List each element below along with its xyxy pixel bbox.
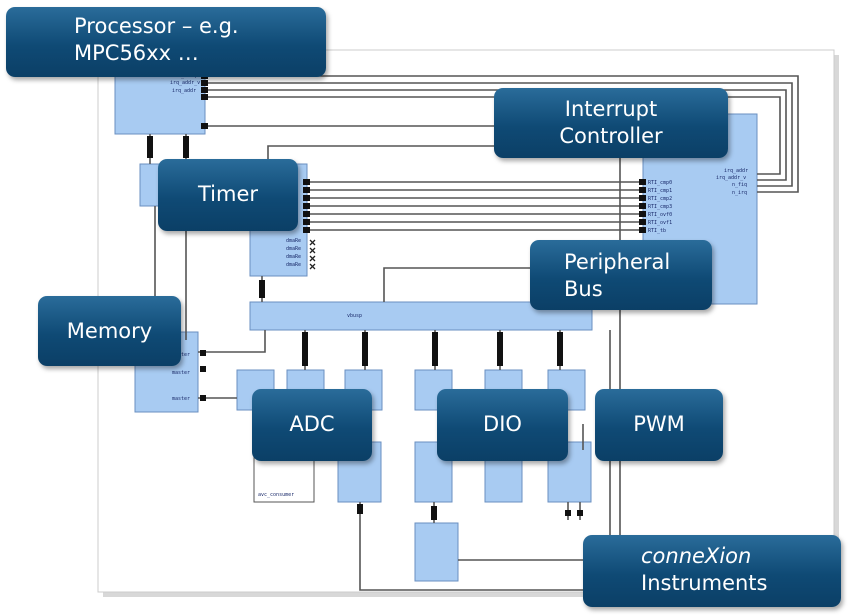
port-label: dmaRe: [286, 262, 302, 268]
port-label: dmaRe: [286, 254, 302, 260]
port-label: master: [172, 352, 191, 358]
callout-bus-line1: Peripheral: [564, 250, 671, 274]
port-label: irq_addr: [172, 88, 197, 94]
port-label: irq_addr: [724, 168, 749, 174]
bus-label: vbusp: [347, 313, 363, 319]
callout-timer-label: Timer: [197, 182, 259, 206]
callout-intc-line2: Controller: [559, 124, 663, 148]
callout-adc: ADC: [252, 389, 372, 461]
callout-dio-label: DIO: [483, 412, 522, 436]
port-label: avc_consumer: [258, 492, 295, 498]
port-label: dmaRe: [286, 238, 302, 244]
port-label: irq_addr_v: [716, 175, 747, 181]
port-label: RTI_ovf1: [648, 220, 673, 226]
callout-dio: DIO: [437, 389, 568, 461]
instruments-block: [414, 522, 459, 582]
callout-memory: Memory: [38, 296, 181, 366]
dma-terminators: [309, 239, 316, 270]
port-label: RTI_ovf0: [648, 212, 673, 218]
callout-instruments: conneXion Instruments: [583, 535, 841, 607]
port-label: RTI_cmp1: [648, 188, 673, 194]
port-label: RTI_tb: [648, 228, 667, 234]
callout-instruments-line1: conneXion: [641, 544, 752, 568]
callout-pwm: PWM: [595, 389, 723, 461]
port-label: RTI_cmp3: [648, 204, 673, 210]
callout-interrupt-controller: Interrupt Controller: [494, 88, 728, 158]
port-label: RTI_cmp0: [648, 180, 673, 186]
port-label: RTI_cmp2: [648, 196, 673, 202]
port-label: irq_addr_v: [170, 80, 201, 86]
callout-processor-line1: Processor – e.g.: [74, 14, 239, 38]
callout-intc-line1: Interrupt: [564, 97, 658, 121]
port-label: n_irq: [732, 190, 748, 196]
callout-timer: Timer: [158, 159, 298, 231]
wire-nodes: [147, 73, 646, 520]
port-label: n_fiq: [732, 182, 748, 188]
callout-bus-line2: Bus: [564, 277, 603, 301]
port-label: master: [172, 396, 191, 402]
callout-adc-label: ADC: [289, 412, 335, 436]
port-label: dmaRe: [286, 246, 302, 252]
callout-pwm-label: PWM: [633, 412, 685, 436]
callout-memory-label: Memory: [66, 319, 153, 343]
callout-instruments-line2: Instruments: [641, 571, 768, 595]
callout-processor: Processor – e.g. MPC56xx …: [6, 7, 326, 77]
callout-processor-line2: MPC56xx …: [74, 41, 199, 65]
port-label: master: [172, 370, 191, 376]
callout-peripheral-bus: Peripheral Bus: [530, 240, 712, 310]
